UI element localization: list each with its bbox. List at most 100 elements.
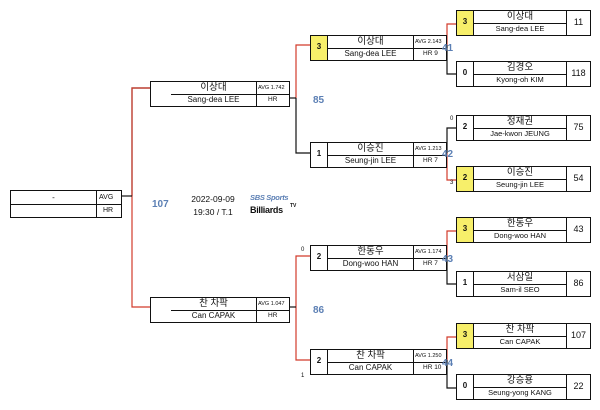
round16-card: 0 김경오 Kyong-oh KIM 118 — [456, 61, 591, 87]
final-player-name: - — [52, 193, 55, 202]
player-rank: 107 — [570, 330, 587, 340]
score-cell — [457, 11, 474, 35]
connector-final-upper — [131, 87, 150, 196]
score-cell — [457, 272, 474, 296]
player-avg: AVG 1.047 — [258, 301, 285, 307]
player-score: 3 — [316, 42, 322, 51]
connector-semi-1-lower — [295, 98, 310, 154]
connector-final — [131, 87, 150, 196]
card-divider — [474, 74, 566, 75]
side-number: 1 — [301, 373, 305, 379]
final-card: - AVG HR — [10, 190, 122, 218]
score-cell — [311, 246, 328, 270]
card-divider — [566, 375, 567, 399]
score-cell — [457, 116, 474, 140]
player-name-korean: 김경오 — [506, 62, 534, 73]
player-avg: AVG 1.174 — [415, 249, 442, 255]
card-divider — [474, 230, 566, 231]
player-score: 2 — [316, 356, 322, 365]
card-divider — [474, 387, 566, 388]
player-name-korean: 이승진 — [357, 143, 384, 154]
connector-qf-43-upper — [446, 230, 456, 256]
connector-semi-2-lower — [295, 307, 310, 361]
connector-qf-44-lower — [446, 360, 456, 389]
event-time-table: 19:30 / T.1 — [193, 207, 233, 217]
player-name-korean: 이승진 — [506, 167, 534, 178]
card-divider — [413, 36, 414, 60]
logo-line-1: SBS Sports — [250, 193, 289, 202]
player-rank: 22 — [573, 381, 584, 391]
score-cell — [457, 62, 474, 86]
player-name-korean: 강승용 — [506, 375, 534, 386]
card-divider — [474, 284, 566, 285]
player-avg: AVG 2.143 — [415, 39, 442, 45]
player-hr: HR — [268, 96, 278, 103]
player-score: 3 — [462, 224, 468, 233]
player-name-korean: 찬 차팍 — [199, 298, 228, 309]
logo-line-2: Billiards — [250, 205, 283, 215]
player-name-korean: 이상대 — [357, 36, 384, 47]
score-cell — [457, 218, 474, 242]
side-number: 0 — [301, 247, 305, 253]
player-name-korean: 한동우 — [357, 246, 384, 257]
final-hr-label: HR — [103, 207, 114, 214]
player-name-english: Kyong-oh KIM — [496, 75, 544, 84]
player-name-english: Sang-dea LEE — [344, 49, 397, 58]
card-divider — [256, 298, 257, 322]
quarterfinal-match-number: 42 — [442, 149, 454, 160]
card-divider — [566, 11, 567, 35]
card-divider — [328, 258, 446, 259]
connector-semi-1-upper — [295, 44, 310, 98]
player-hr: HR 10 — [423, 364, 442, 371]
score-cell — [311, 143, 328, 167]
player-name-korean: 찬 차팍 — [356, 350, 385, 361]
player-name-korean: 서삼일 — [506, 272, 534, 283]
player-hr: HR — [268, 312, 278, 319]
player-name-korean: 한동우 — [506, 218, 534, 229]
connector-qf-43-lower — [446, 256, 456, 285]
score-cell — [311, 36, 328, 60]
player-name-english: Can CAPAK — [499, 337, 541, 346]
player-score: 0 — [462, 68, 468, 77]
card-divider — [171, 310, 289, 311]
player-name-english: Seung-jin LEE — [344, 156, 397, 165]
player-name-english: Dong-woo HAN — [493, 231, 547, 240]
final-match-number: 107 — [152, 199, 169, 210]
score-cell — [457, 375, 474, 399]
event-date: 2022-09-09 — [191, 194, 235, 204]
player-name-korean: 이상대 — [506, 11, 534, 22]
logo-tv: TV — [290, 203, 297, 209]
player-rank: 54 — [573, 173, 584, 183]
connector-qf-41-upper — [446, 23, 456, 45]
player-name-english: Can CAPAK — [348, 363, 393, 372]
card-divider — [328, 48, 446, 49]
semifinal-match-number: 85 — [313, 95, 325, 106]
final-avg-label: AVG — [99, 194, 114, 201]
player-name-korean: 정재권 — [506, 116, 534, 127]
card-divider — [566, 167, 567, 191]
side-number: 3 — [450, 180, 454, 186]
player-rank: 86 — [573, 278, 584, 288]
card-divider — [256, 82, 257, 106]
card-divider — [566, 324, 567, 348]
player-score: 2 — [316, 252, 322, 261]
player-avg: AVG 1.742 — [258, 85, 285, 91]
card-divider — [474, 336, 566, 337]
player-rank: 118 — [571, 68, 586, 78]
score-cell — [457, 167, 474, 191]
card-divider — [566, 62, 567, 86]
